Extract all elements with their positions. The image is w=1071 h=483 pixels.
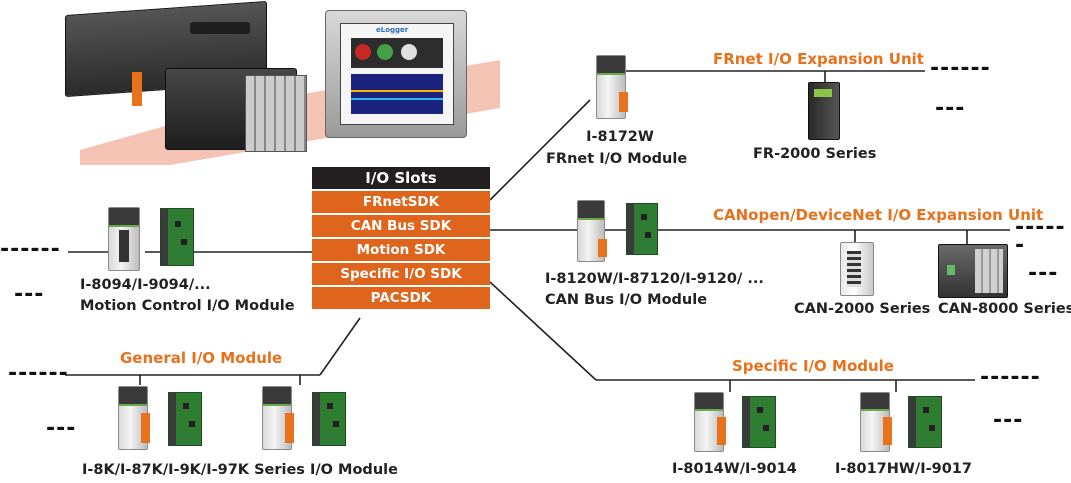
specific-title: Specific I/O Module: [732, 357, 894, 375]
general-card-image-2: [312, 392, 346, 446]
can-8000-image: [938, 244, 1008, 298]
frnet-dashes-short: ---: [935, 96, 966, 121]
touch-panel: eLogger: [325, 10, 467, 138]
frnet-module-image: [596, 55, 628, 119]
specific-dashes-line: ------: [980, 365, 1041, 390]
sdk-item-canbus: CAN Bus SDK: [312, 215, 490, 237]
general-connector: [319, 317, 361, 376]
general-dashes-short: ---: [46, 416, 77, 441]
general-dashes-line: ------: [8, 361, 69, 386]
motion-module-image: [108, 207, 140, 271]
specific-module-image-1: [694, 392, 726, 452]
frnet-module-name: I-8172W: [586, 129, 654, 145]
frnet-connector: [489, 99, 591, 201]
specific-module-1-label: I-8014W/I-9014: [672, 461, 797, 477]
general-caption: I-8K/I-87K/I-9K/I-97K Series I/O Module: [82, 462, 398, 478]
can-module-desc: CAN Bus I/O Module: [545, 292, 708, 308]
specific-module-2-label: I-8017HW/I-9017: [835, 461, 972, 477]
specific-card-image-2: [908, 396, 942, 448]
can-2000-label: CAN-2000 Series: [794, 301, 931, 317]
specific-connector: [489, 281, 597, 381]
can-module-image: [577, 200, 607, 262]
io-slots-stack: I/O Slots FRnetSDK CAN Bus SDK Motion SD…: [312, 167, 490, 311]
sdk-item-frnet: FRnetSDK: [312, 191, 490, 213]
touch-panel-screen: eLogger: [340, 23, 454, 125]
general-module-image-2: [262, 386, 294, 450]
frnet-module-desc: FRnet I/O Module: [546, 151, 688, 167]
motion-card-image: [160, 208, 194, 266]
can-title: CANopen/DeviceNet I/O Expansion Unit: [713, 206, 1044, 224]
can-dashes-line: ------: [1015, 215, 1066, 258]
motion-dashes-short: ---: [14, 282, 45, 307]
general-module-image-1: [118, 386, 150, 450]
can-dashes-short: ---: [1028, 261, 1059, 286]
specific-dashes-short: ---: [993, 408, 1024, 433]
sdk-item-motion: Motion SDK: [312, 239, 490, 261]
frnet-dashes-line: ------: [930, 56, 991, 81]
hero-graphic: eLogger: [40, 0, 520, 165]
specific-module-image-2: [860, 392, 892, 452]
can-2000-image: [840, 242, 874, 296]
sdk-item-specific-io: Specific I/O SDK: [312, 263, 490, 285]
io-slots-header: I/O Slots: [312, 167, 490, 189]
motion-dashes-line: ------: [0, 237, 61, 262]
motion-module-desc: Motion Control I/O Module: [80, 298, 295, 314]
motion-module-name: I-8094/I-9094/...: [80, 277, 211, 293]
specific-card-image-1: [742, 396, 776, 448]
can-card-image: [626, 203, 658, 255]
frnet-title: FRnet I/O Expansion Unit: [713, 50, 924, 68]
general-card-image-1: [168, 392, 202, 446]
fr-2000-image: [808, 82, 840, 140]
fr-2000-label: FR-2000 Series: [753, 146, 877, 162]
screen-logo: eLogger: [376, 26, 409, 34]
sdk-item-pacsdk: PACSDK: [312, 287, 490, 309]
general-title: General I/O Module: [120, 349, 283, 367]
can-module-name: I-8120W/I-87120/I-9120/ ...: [545, 271, 764, 287]
can-8000-label: CAN-8000 Series: [938, 301, 1071, 317]
